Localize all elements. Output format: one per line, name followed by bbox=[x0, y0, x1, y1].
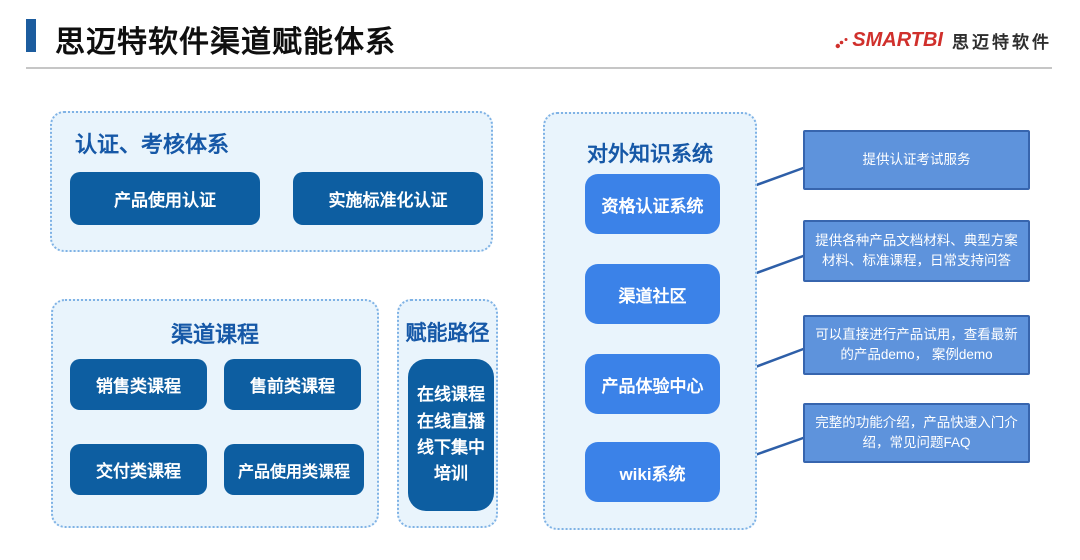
description-wiki: 完整的功能介绍，产品快速入门介绍，常见问题FAQ bbox=[803, 403, 1030, 463]
panel-courses-title: 渠道课程 bbox=[170, 322, 259, 347]
enablement-path-methods: 在线课程 在线直播 线下集中 培训 bbox=[408, 359, 494, 511]
system-button-product-experience: 产品体验中心 bbox=[585, 354, 720, 414]
panel-enablement-path-title: 赋能路径 bbox=[405, 322, 490, 345]
cert-button-product-usage: 产品使用认证 bbox=[70, 172, 260, 225]
system-button-wiki: wiki系统 bbox=[585, 442, 720, 502]
course-button-sales: 销售类课程 bbox=[70, 359, 207, 410]
course-button-delivery: 交付类课程 bbox=[70, 444, 207, 495]
system-button-certification: 资格认证系统 bbox=[585, 174, 720, 234]
panel-knowledge-systems: 对外知识系统 资格认证系统 渠道社区 产品体验中心 wiki系统 bbox=[543, 112, 757, 530]
cert-button-implementation-standard: 实施标准化认证 bbox=[293, 172, 483, 225]
header-divider bbox=[26, 67, 1052, 69]
panel-enablement-path: 赋能路径 在线课程 在线直播 线下集中 培训 bbox=[397, 299, 498, 528]
panel-certification-title: 认证、考核体系 bbox=[75, 132, 230, 157]
course-button-product-usage: 产品使用类课程 bbox=[224, 444, 364, 495]
description-product-experience: 可以直接进行产品试用，查看最新的产品demo， 案例demo bbox=[803, 315, 1030, 375]
page-title: 思迈特软件渠道赋能体系 bbox=[55, 26, 396, 59]
panel-courses: 渠道课程 销售类课程 售前类课程 交付类课程 产品使用类课程 bbox=[51, 299, 379, 528]
course-button-presales: 售前类课程 bbox=[224, 359, 361, 410]
system-button-channel-community: 渠道社区 bbox=[585, 264, 720, 324]
description-certification: 提供认证考试服务 bbox=[803, 130, 1030, 190]
title-accent-bar bbox=[26, 19, 36, 52]
smartbi-logo-suffix: 思迈特软件 bbox=[952, 33, 1052, 52]
panel-certification: 认证、考核体系 产品使用认证 实施标准化认证 bbox=[50, 111, 493, 252]
smartbi-logo: SMARTBI 思迈特软件 bbox=[835, 26, 1052, 55]
description-channel-community: 提供各种产品文档材料、典型方案材料、标准课程，日常支持问答 bbox=[803, 220, 1030, 282]
smartbi-logo-mark-icon bbox=[835, 34, 850, 55]
smartbi-logo-text: SMARTBI bbox=[852, 29, 943, 51]
panel-knowledge-systems-title: 对外知识系统 bbox=[587, 143, 713, 166]
